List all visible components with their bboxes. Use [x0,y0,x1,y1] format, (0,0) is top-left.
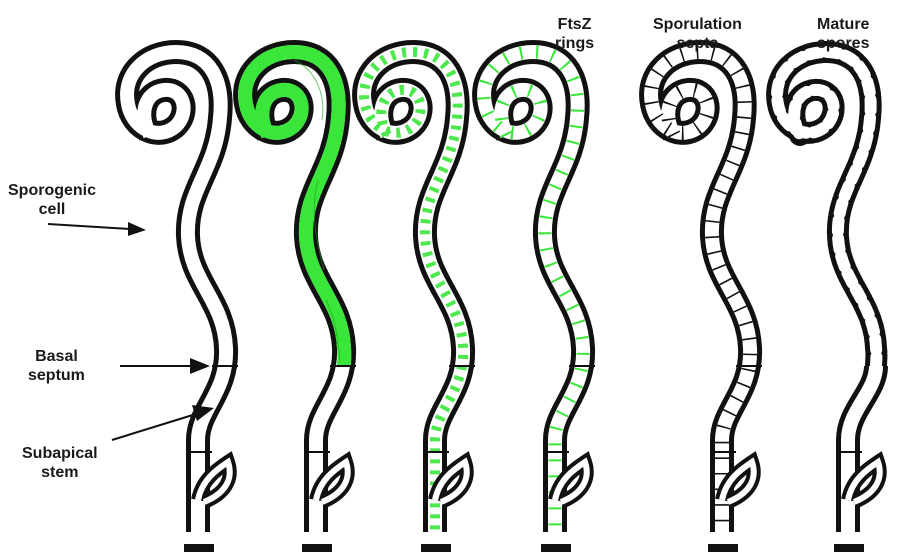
hypha-4-ftsz-rings [484,52,595,548]
hypha-5-sporulation-septa [651,52,762,548]
hypha-1-plain [127,52,238,548]
hypha-6-mature-spores [777,52,880,548]
label-subapical-stem: Subapical stem [22,444,98,482]
hypha-2-green-fill [245,52,356,548]
arrow-basal-septum [120,358,210,374]
label-sporulation-septa: Sporulation septa [653,15,742,53]
arrow-sporogenic-cell [48,222,146,236]
hypha-3-ftsz-scattered [364,52,475,548]
label-ftsz-rings: FtsZ rings [555,15,594,53]
label-basal-septum: Basal septum [28,347,85,385]
label-mature-spores: Mature spores [817,15,869,53]
label-sporogenic-cell: Sporogenic cell [8,181,96,219]
